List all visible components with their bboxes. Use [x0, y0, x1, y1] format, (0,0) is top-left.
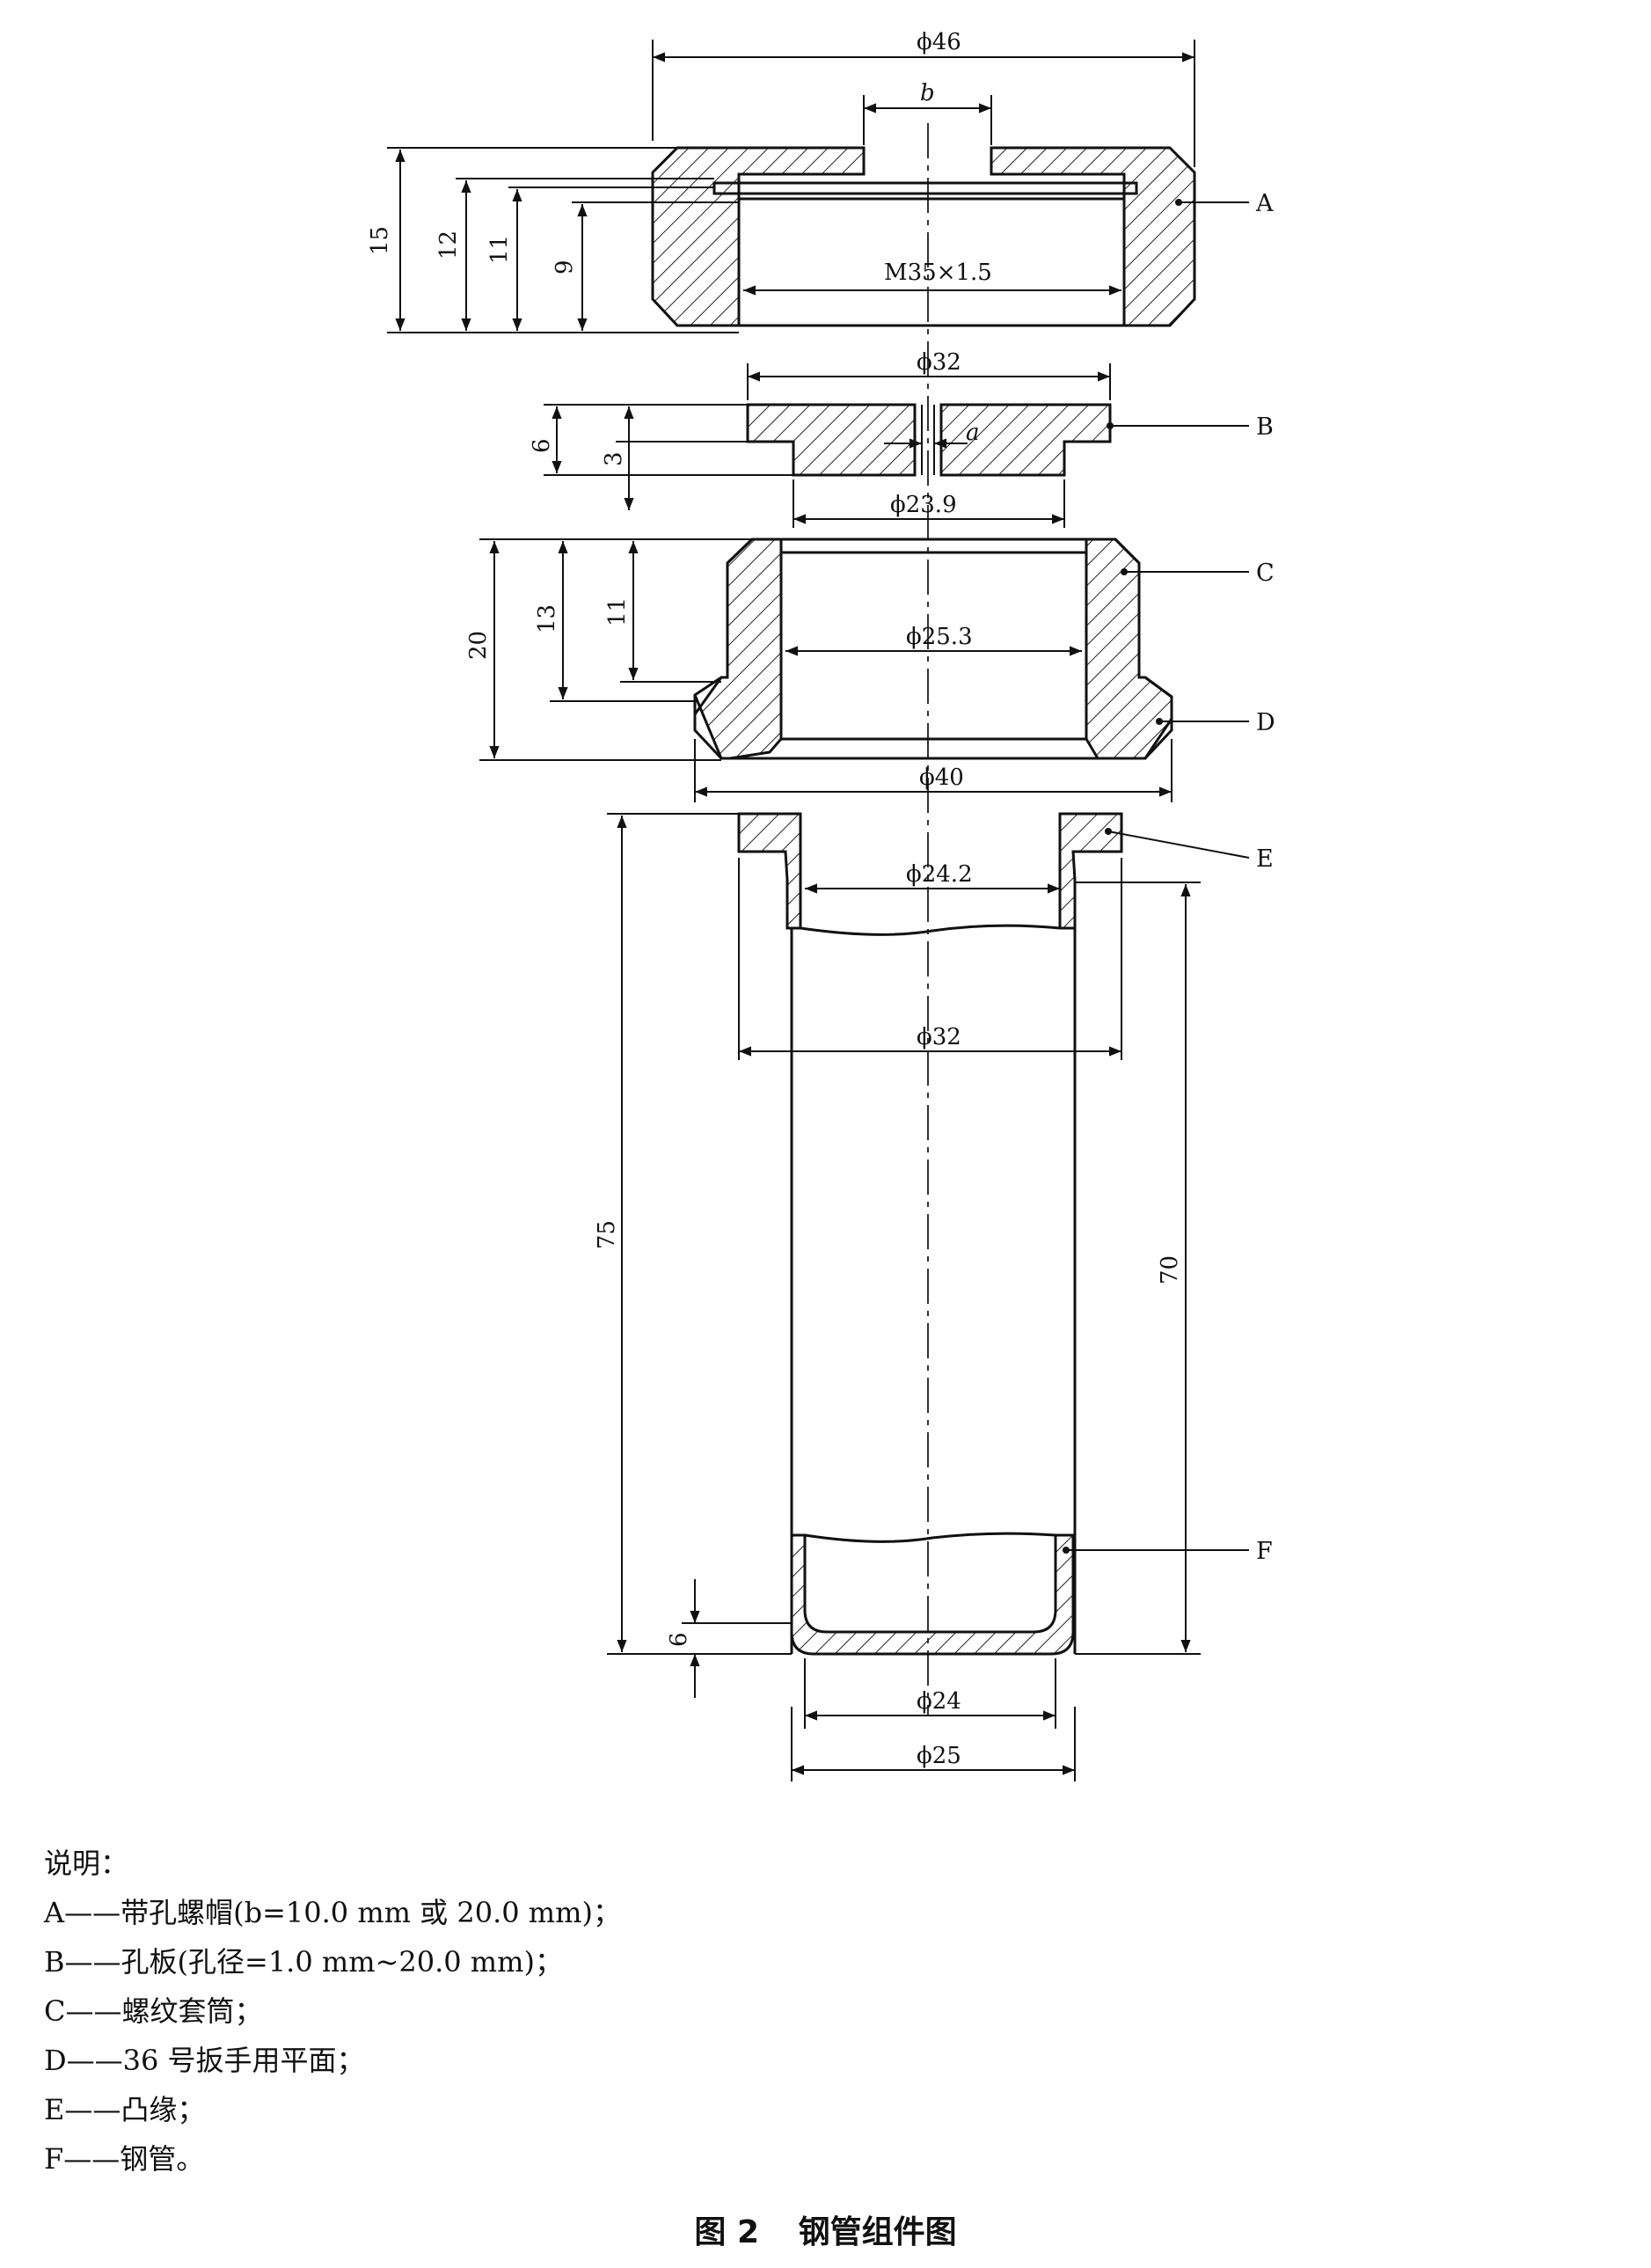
dim-ef-outer: ϕ32 — [917, 1024, 961, 1050]
legend-item-d: D——36 号扳手用平面； — [44, 2044, 365, 2077]
dim-cd-h13: 13 — [534, 604, 560, 633]
dim-b-h3: 3 — [601, 451, 627, 466]
legend-item-c: C——螺纹套筒； — [44, 1994, 263, 2028]
legend-item-b: B——孔板(孔径=1.0 mm~20.0 mm)； — [44, 1945, 563, 1979]
dim-a-h11: 11 — [486, 235, 513, 264]
dim-b-h6: 6 — [529, 438, 555, 453]
label-d: D — [1256, 709, 1275, 736]
label-c: C — [1256, 560, 1275, 587]
part-f-tube-bottom — [790, 1533, 1075, 1656]
dim-a-h9: 9 — [552, 260, 578, 274]
legend-item-f: F——钢管。 — [44, 2142, 205, 2176]
legend-item-e: E——凸缘； — [44, 2093, 206, 2126]
figure-number: 图 2 — [694, 2214, 760, 2250]
part-a-gasket — [712, 181, 1138, 195]
figure-title: 钢管组件图 — [798, 2214, 957, 2250]
dim-a-h15: 15 — [367, 226, 393, 255]
dim-a-thread: M35×1.5 — [884, 260, 992, 286]
dim-f-inner: ϕ24 — [917, 1688, 961, 1715]
legend: 说明： A——带孔螺帽(b=10.0 mm 或 20.0 mm)； B——孔板(… — [44, 1839, 621, 2184]
label-b: B — [1256, 413, 1274, 441]
dim-cd-h20: 20 — [465, 631, 492, 660]
dim-f-h70: 70 — [1157, 1255, 1183, 1284]
dim-a-outer: ϕ46 — [917, 29, 961, 55]
label-f: F — [1256, 1538, 1273, 1565]
label-e: E — [1256, 845, 1274, 873]
part-b-orifice-plate — [746, 403, 1112, 477]
dim-f-h6: 6 — [666, 1632, 692, 1647]
dim-b-hole: a — [966, 420, 980, 446]
legend-item-a: A——带孔螺帽(b=10.0 mm 或 20.0 mm)； — [44, 1896, 621, 1929]
dim-b-inner: ϕ23.9 — [890, 492, 957, 518]
dim-a-h12: 12 — [435, 230, 462, 260]
dim-cd-bore: ϕ25.3 — [906, 624, 973, 650]
legend-heading: 说明： — [44, 1847, 129, 1880]
dim-e-inner: ϕ24.2 — [906, 861, 973, 888]
steel-tube-assembly-drawing: ϕ46 b M35×1.5 15 12 11 9 A ϕ32 a ϕ23.9 6… — [367, 29, 1275, 1781]
dim-cd-h11: 11 — [604, 597, 631, 626]
dim-cd-outer: ϕ40 — [919, 765, 964, 791]
dim-a-slot: b — [920, 80, 935, 106]
dim-f-outer: ϕ25 — [917, 1743, 961, 1769]
label-a: A — [1255, 190, 1274, 217]
figure-caption: 图 2 钢管组件图 — [0, 2206, 1651, 2252]
dim-b-outer: ϕ32 — [917, 349, 961, 376]
part-a-nut — [651, 146, 1196, 327]
dim-f-h75: 75 — [594, 1220, 620, 1249]
part-e-flange — [737, 812, 1123, 930]
